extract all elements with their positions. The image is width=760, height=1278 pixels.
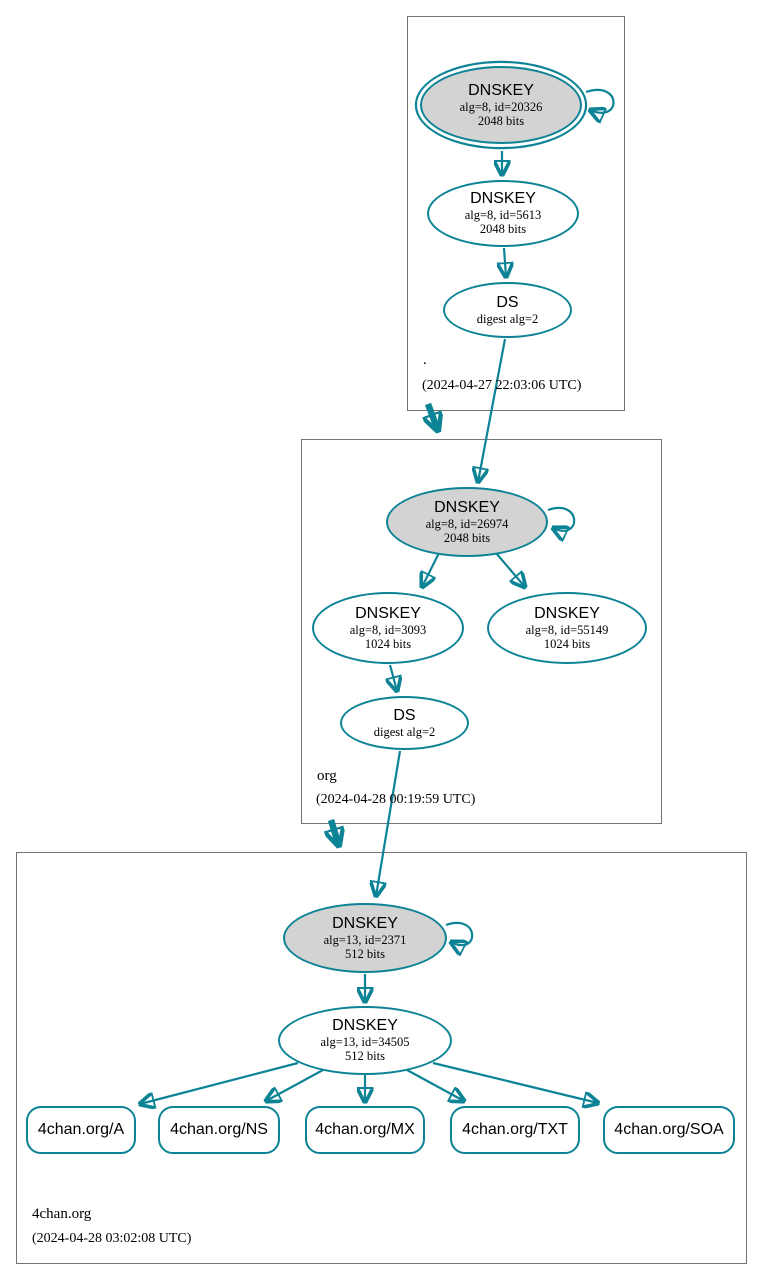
node-detail: 2048 bits [477, 113, 525, 128]
edge-org-ksk-selfloop [547, 506, 576, 531]
node-detail: alg=13, id=2371 [323, 932, 407, 947]
rrset-label: 4chan.org/TXT [462, 1121, 568, 1138]
node-detail: alg=8, id=55149 [525, 622, 609, 637]
node-4chan-zsk-dnskey[interactable]: DNSKEY alg=13, id=34505 512 bits [278, 1006, 452, 1075]
zone-box-4chan-org [16, 852, 747, 1264]
zone-label-4chan-org: 4chan.org [32, 1206, 92, 1222]
node-org-zsk2-dnskey[interactable]: DNSKEY alg=8, id=55149 1024 bits [487, 592, 647, 664]
node-detail: alg=13, id=34505 [320, 1035, 410, 1050]
zone-label-root: . [423, 352, 427, 368]
node-title: DNSKEY [468, 81, 534, 99]
node-rrset-4chan-org-txt[interactable]: 4chan.org/TXT [450, 1106, 580, 1154]
node-title: DNSKEY [470, 190, 536, 208]
node-org-ds[interactable]: DS digest alg=2 [340, 696, 469, 750]
rrset-label: 4chan.org/MX [315, 1121, 415, 1138]
node-rrset-4chan-org-a[interactable]: 4chan.org/A [26, 1106, 136, 1154]
node-detail: alg=8, id=26974 [425, 516, 509, 531]
node-rrset-4chan-org-soa[interactable]: 4chan.org/SOA [603, 1106, 735, 1154]
node-rrset-4chan-org-ns[interactable]: 4chan.org/NS [158, 1106, 280, 1154]
zone-timestamp-4chan-org: (2024-04-28 03:02:08 UTC) [32, 1231, 192, 1246]
edge-chan-zsk-to-a [140, 1061, 299, 1104]
edge-org-to-4chan-delegation [331, 819, 338, 843]
node-detail: 2048 bits [443, 530, 491, 545]
node-org-zsk1-dnskey[interactable]: DNSKEY alg=8, id=3093 1024 bits [312, 592, 464, 664]
node-root-zsk-dnskey[interactable]: DNSKEY alg=8, id=5613 2048 bits [427, 180, 579, 247]
node-detail: alg=8, id=3093 [349, 622, 427, 637]
node-title: DNSKEY [355, 604, 421, 622]
edge-chan-ksk-selfloop [445, 921, 474, 945]
node-detail: 1024 bits [364, 636, 412, 651]
node-detail: alg=8, id=5613 [464, 208, 542, 223]
node-title: DS [393, 706, 416, 724]
zone-box-org [301, 439, 662, 824]
node-detail: digest alg=2 [476, 311, 539, 326]
zone-timestamp-org: (2024-04-28 00:19:59 UTC) [316, 792, 476, 807]
rrset-label: 4chan.org/NS [170, 1121, 268, 1138]
edge-org-ksk-to-zsk2 [495, 552, 525, 587]
node-title: DNSKEY [534, 604, 600, 622]
zone-timestamp-root: (2024-04-27 22:03:06 UTC) [422, 378, 582, 393]
node-detail: 512 bits [345, 1049, 385, 1064]
node-org-ksk-dnskey[interactable]: DNSKEY alg=8, id=26974 2048 bits [386, 487, 548, 557]
edge-root-ksk-selfloop [586, 88, 615, 113]
node-4chan-ksk-dnskey[interactable]: DNSKEY alg=13, id=2371 512 bits [283, 903, 447, 973]
node-detail: digest alg=2 [373, 724, 436, 739]
node-title: DNSKEY [332, 1017, 398, 1035]
edge-root-ds-to-org-ksk [478, 338, 507, 482]
edge-org-ksk-to-zsk1 [422, 552, 440, 587]
edge-root-zsk-to-ds [504, 247, 506, 277]
zone-label-org: org [317, 768, 337, 784]
node-title: DS [496, 293, 519, 311]
node-title: DNSKEY [434, 498, 500, 516]
node-title: DNSKEY [332, 914, 398, 932]
edge-chan-zsk-to-txt [406, 1069, 464, 1101]
node-detail: alg=8, id=20326 [459, 99, 543, 114]
node-detail: 2048 bits [479, 222, 527, 237]
node-detail: 512 bits [345, 946, 385, 961]
edge-root-to-org-delegation [428, 402, 437, 428]
edge-org-zsk1-to-ds [390, 664, 397, 691]
rrset-label: 4chan.org/A [37, 1121, 125, 1138]
node-rrset-4chan-org-mx[interactable]: 4chan.org/MX [305, 1106, 425, 1154]
edge-chan-zsk-to-ns [266, 1069, 324, 1101]
edge-org-ds-to-chan-ksk [376, 750, 402, 896]
node-root-ksk-dnskey[interactable]: DNSKEY alg=8, id=20326 2048 bits [420, 66, 582, 144]
zone-box-root [407, 16, 625, 411]
edge-chan-zsk-to-soa [432, 1061, 598, 1103]
node-detail: 1024 bits [543, 636, 591, 651]
rrset-label: 4chan.org/SOA [614, 1121, 724, 1138]
node-root-ds[interactable]: DS digest alg=2 [443, 282, 572, 338]
